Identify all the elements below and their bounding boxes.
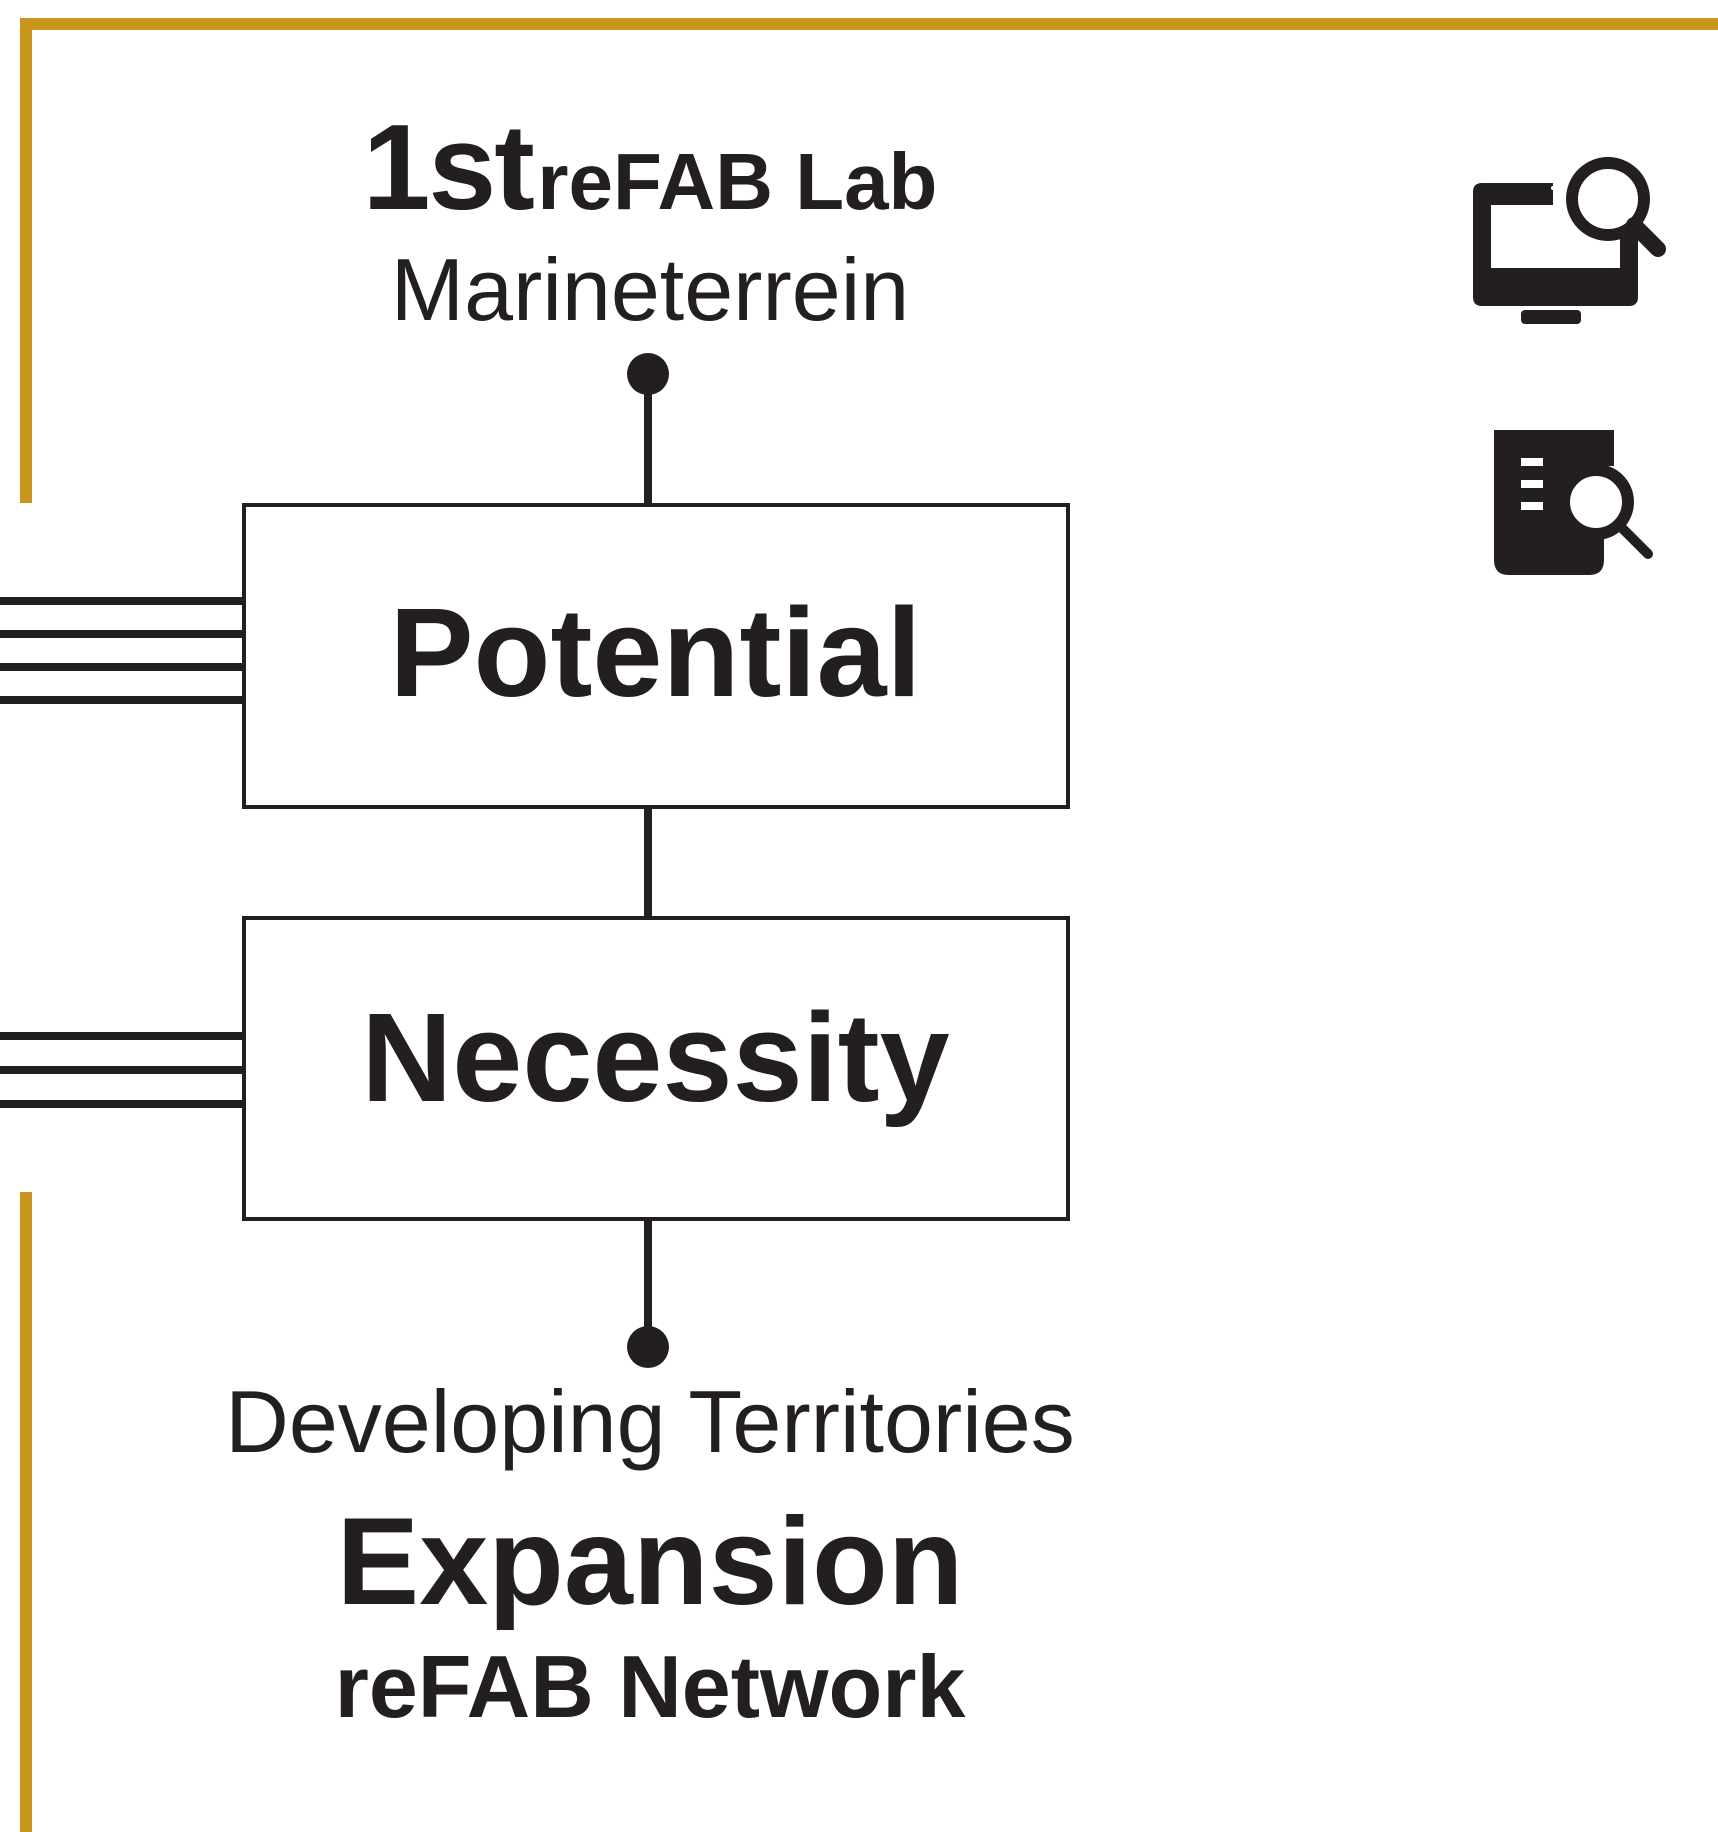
potential-box bbox=[242, 503, 1070, 809]
gold-frame-top bbox=[20, 18, 1718, 503]
top-title-ordinal: 1st bbox=[362, 99, 535, 235]
potential-feeder-lines bbox=[0, 597, 244, 704]
necessity-box bbox=[242, 916, 1070, 1221]
bottom-subtitle: Developing Territories bbox=[225, 1372, 1075, 1471]
bottom-title: Expansion bbox=[336, 1493, 964, 1631]
bottom-network: reFAB Network bbox=[334, 1637, 966, 1736]
document-search-icon bbox=[1494, 430, 1653, 575]
top-subtitle: Marineterrein bbox=[390, 240, 910, 339]
necessity-feeder-lines bbox=[0, 1032, 244, 1108]
gold-frame bbox=[20, 18, 1718, 1832]
top-title: 1st reFAB Lab bbox=[0, 106, 1300, 228]
top-connector-dot bbox=[627, 353, 669, 395]
bottom-connector-dot bbox=[627, 1326, 669, 1368]
potential-label: Potential bbox=[389, 582, 922, 723]
top-title-lab: reFAB Lab bbox=[537, 137, 938, 226]
necessity-label: Necessity bbox=[361, 987, 950, 1128]
monitor-search-icon bbox=[1473, 157, 1666, 324]
